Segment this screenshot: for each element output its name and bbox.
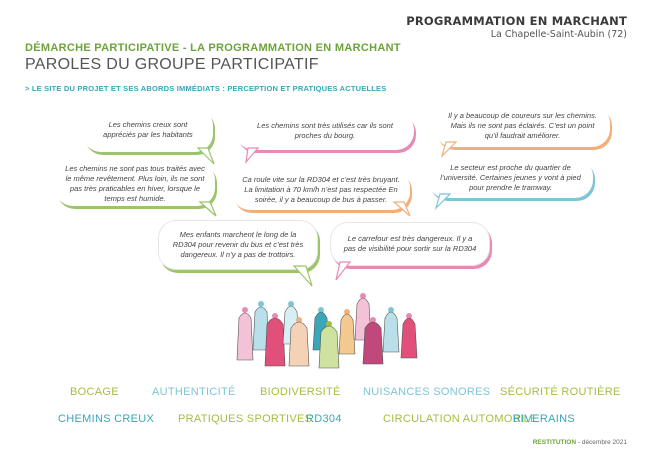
keyword-label: BOCAGE [70,386,119,398]
keyword-label: PRATIQUES SPORTIVES [178,413,313,425]
person-figure [318,321,340,369]
quote-bubble: Les chemins creux sont appréciés par les… [83,108,213,152]
keyword-label: SÉCURITÉ ROUTIÈRE [500,386,621,398]
quote-bubble: Mes enfants marchent le long de la RD304… [158,220,318,270]
quote-bubble: Le secteur est proche du quartier de l’u… [428,158,593,198]
crowd-illustration [236,293,418,369]
quote-text: Il y a beaucoup de coureurs sur les chem… [448,110,597,141]
document-title: PROGRAMMATION EN MARCHANT [406,14,627,28]
bubble-tail [198,201,217,217]
person-figure [288,317,310,367]
quote-text: Le secteur est proche du quartier de l’u… [440,162,581,193]
quote-bubble: Les chemins ne sont pas tous traités ave… [55,162,215,206]
keyword-label: CHEMINS CREUX [58,413,155,425]
keyword-label: RIVERAINS [513,413,575,425]
footer-date: - décembre 2021 [576,439,627,446]
keyword-label: NUISANCES SONORES [363,386,491,398]
keyword-label: RD304 [306,413,342,425]
bubble-tail [392,201,411,217]
quote-bubble: Il y a beaucoup de coureurs sur les chem… [435,105,610,147]
bubble-tail [245,147,260,164]
page-title: PAROLES DU GROUPE PARTICIPATIF [25,56,319,73]
footer-note: RESTITUTION - décembre 2021 [533,439,627,446]
keyword-label: CIRCULATION AUTOMOBILE [383,413,538,425]
quote-text: Mes enfants marchent le long de la RD304… [172,229,304,260]
quote-text: Le carrefour est très dangereux. Il y a … [343,233,477,253]
section-title: DÉMARCHE PARTICIPATIVE - LA PROGRAMMATIO… [25,42,401,54]
keyword-label: BIODIVERSITÉ [260,386,341,398]
bubble-tail [335,261,352,281]
bubble-tail [434,193,452,210]
quote-text: Les chemins ne sont pas tous traités ave… [65,163,205,204]
bubble-tail [440,141,458,158]
quote-bubble: Les chemins sont très utilisés car ils s… [236,112,414,150]
person-figure [362,317,384,365]
person-figure [382,307,400,353]
bubble-tail [196,147,215,165]
page-subtitle: > LE SITE DU PROJET ET SES ABORDS IMMÉDI… [25,84,387,93]
footer-label: RESTITUTION [532,439,577,446]
quote-text: Ca roule vite sur la RD304 et c’est très… [242,174,400,205]
person-figure [264,313,286,367]
quote-bubble: Ca roule vite sur la RD304 et c’est très… [232,170,410,210]
bubble-tail [292,265,313,287]
person-figure [400,313,418,359]
person-figure [236,307,254,361]
quote-text: Les chemins creux sont appréciés par les… [103,119,193,139]
quote-bubble: Le carrefour est très dangereux. Il y a … [330,222,490,266]
quote-text: Les chemins sont très utilisés car ils s… [257,120,393,140]
person-figure [338,309,356,355]
location-label: La Chapelle-Saint-Aubin (72) [490,29,627,40]
keyword-label: AUTHENTICITÉ [152,386,236,398]
